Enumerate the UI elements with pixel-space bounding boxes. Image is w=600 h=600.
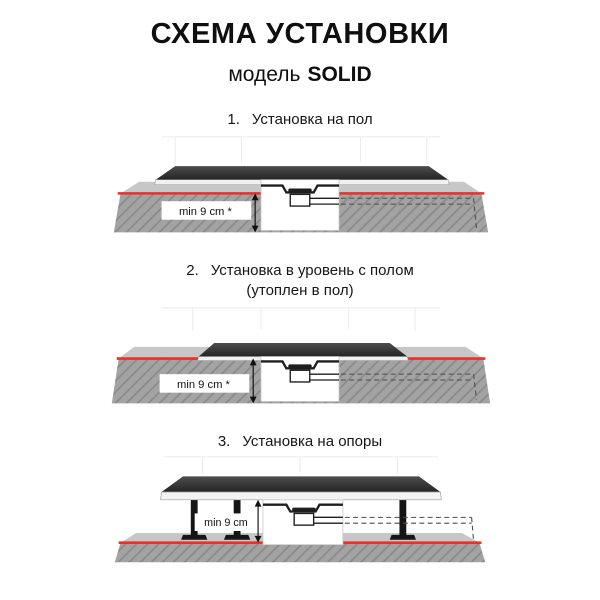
illustration-flush-with-floor: min 9 cm * [111,307,491,404]
min-depth-label: min 9 cm * [177,379,231,391]
hidden-pipe-dashed [340,373,478,400]
hidden-pipe-dashed [344,516,475,541]
drain-siphon-section [260,356,340,402]
page-title: СХЕМА УСТАНОВКИ [150,18,450,50]
section-3-title: Установка на опоры [242,433,383,450]
min-depth-dimension: min 9 cm * [159,358,257,404]
min-depth-dimension: min 9 cm * [161,193,259,233]
wall-tile-lines [161,136,441,165]
hidden-pipe-dashed [340,197,478,229]
section-2-heading: 2. Установка в уровень с полом [0,262,600,279]
illustration-on-floor: min 9 cm * [113,136,489,233]
min-height-label: min 9 cm [204,517,248,529]
section-2-number: 2. [186,262,199,279]
section-install-flush: 2. Установка в уровень с полом (утоплен в… [0,262,600,419]
section-3-number: 3. [217,433,231,450]
wall-tile-lines [161,307,441,332]
section-1-heading: 1. Установка на пол [0,111,600,128]
section-install-on-supports: 3. Установка на опоры [0,433,600,570]
drain-siphon-section [262,499,344,546]
section-1-number: 1. [227,111,240,128]
wall-tile-lines [163,456,439,475]
min-height-dimension: min 9 cm [194,499,262,543]
min-depth-label: min 9 cm * [179,206,233,218]
section-2-title: Установка в уровень с полом [210,262,414,279]
shower-tray [154,166,450,185]
drain-siphon-section [260,179,340,231]
section-3-heading: 3. Установка на опоры [0,433,600,450]
model-subtitle: модель SOLID [0,63,600,87]
model-name: SOLID [307,63,372,86]
model-label: модель [228,63,301,86]
section-install-on-floor: 1. Установка на пол [0,111,600,248]
section-1-title: Установка на пол [251,111,373,128]
illustration-on-supports: min 9 cm [114,456,486,563]
shower-tray-elevated [160,476,442,501]
section-2-subtitle: (утоплен в пол) [246,282,354,299]
